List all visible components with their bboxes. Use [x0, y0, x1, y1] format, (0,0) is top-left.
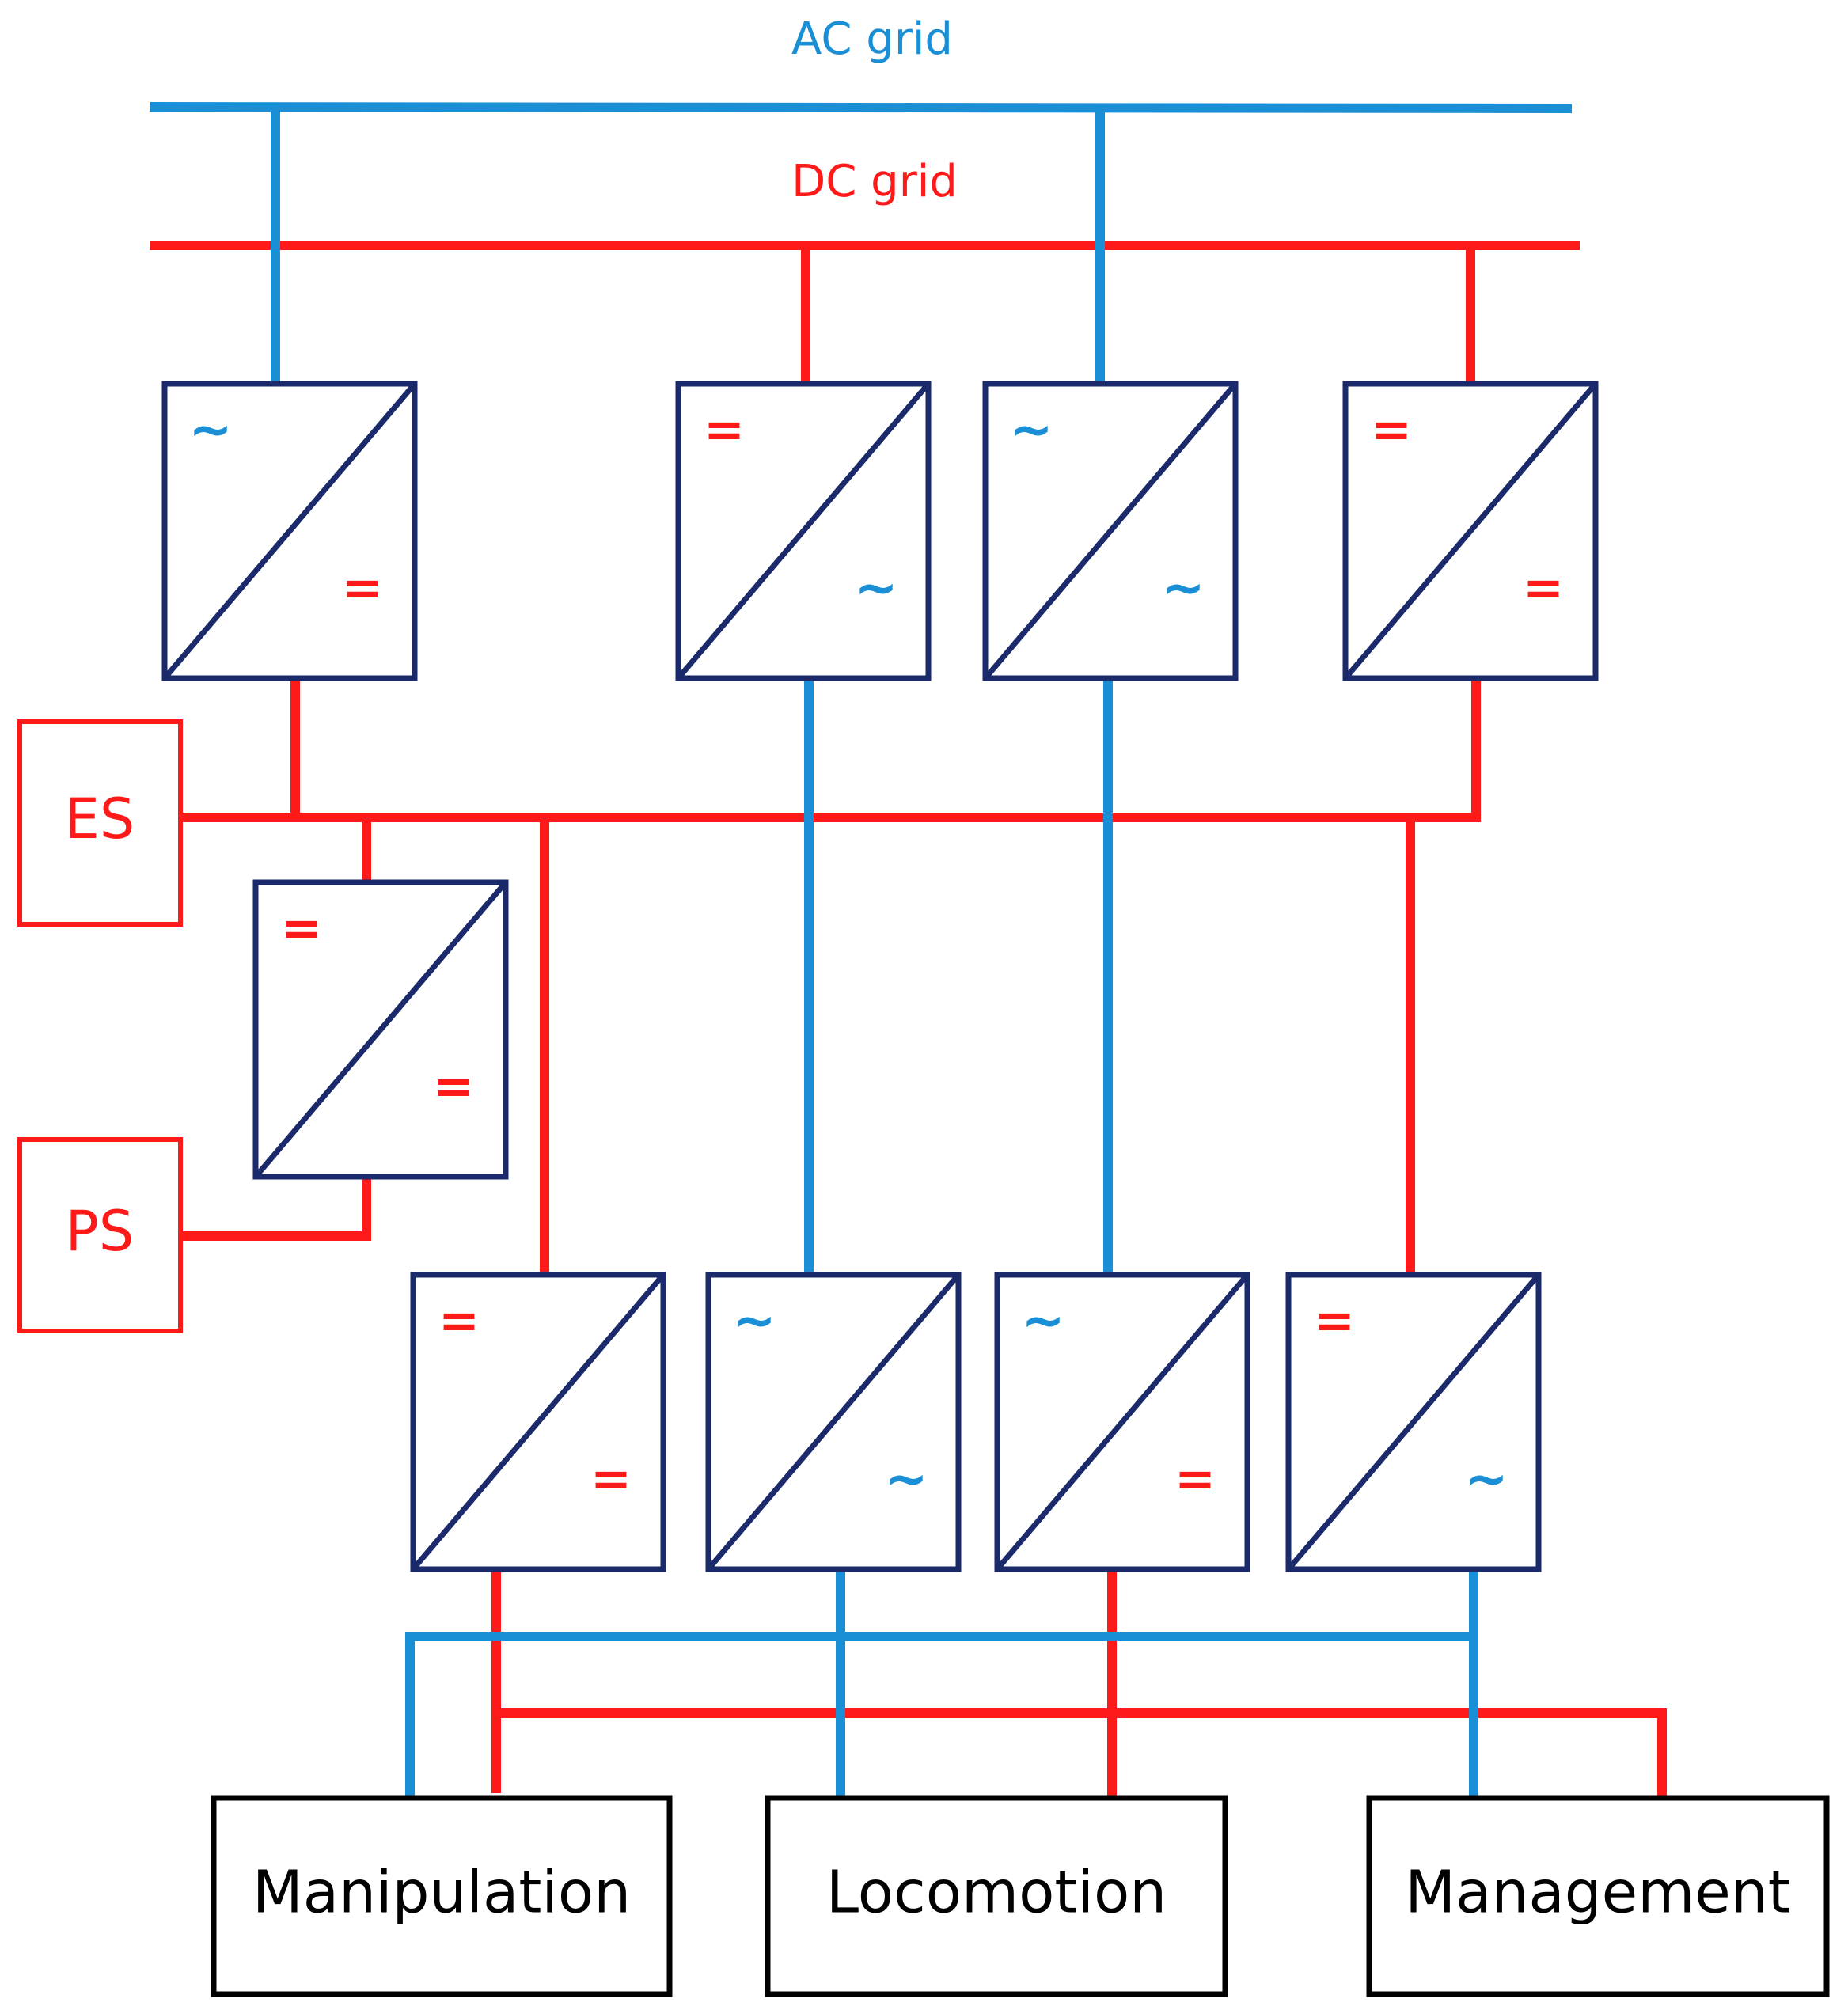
management-label: Management: [1405, 1859, 1790, 1927]
dc-wiring: [150, 241, 1667, 1801]
converter-output-ac-symbol: ~: [854, 557, 897, 618]
converter-diagonal: [162, 381, 417, 681]
locomotion-label: Locomotion: [826, 1859, 1167, 1927]
converter-output-dc-symbol: =: [1174, 1450, 1216, 1507]
converter-ac-dc-2: ~=: [994, 1272, 1250, 1572]
converter-dc-dc-2: ==: [410, 1272, 666, 1572]
power-source-block: PS: [17, 1137, 183, 1333]
internal-dc-bus: [176, 673, 1481, 822]
converter-output-ac-symbol: ~: [884, 1448, 928, 1509]
converter-input-ac-symbol: ~: [732, 1290, 776, 1351]
converter-ac-ac-1: ~~: [982, 381, 1239, 681]
converter-input-dc-symbol: =: [1371, 400, 1412, 458]
converter-diagonal: [1286, 1272, 1541, 1572]
converter-input-ac-symbol: ~: [188, 399, 232, 460]
dc-ps-to-psconv: [176, 1166, 371, 1241]
converter-diagonal: [253, 880, 508, 1179]
converters: ~==~~~======~~~==~: [161, 381, 1599, 1572]
power-source-label: PS: [66, 1199, 135, 1264]
energy-storage-label: ES: [65, 787, 135, 851]
converter-output-dc-symbol: =: [342, 559, 383, 616]
dc-load-bus: [491, 1708, 1667, 1801]
converter-diagonal: [995, 1272, 1250, 1572]
converter-dc-ac-2: =~: [1285, 1272, 1542, 1572]
ac-grid-bus: [149, 101, 1573, 114]
converter-ac-ac-2: ~~: [705, 1272, 962, 1572]
dc-grid-label: DC grid: [791, 156, 958, 207]
converter-output-ac-symbol: ~: [1161, 557, 1205, 618]
converter-input-dc-symbol: =: [438, 1291, 480, 1349]
energy-storage-block: ES: [17, 719, 183, 927]
converter-output-dc-symbol: =: [1523, 559, 1564, 616]
converter-diagonal: [411, 1272, 666, 1572]
converter-diagonal: [676, 381, 931, 681]
converter-diagonal: [706, 1272, 961, 1572]
converter-ac-dc-1: ~=: [161, 381, 418, 681]
converter-output-dc-symbol: =: [433, 1057, 474, 1115]
converter-diagonal: [1343, 381, 1598, 681]
converter-input-ac-symbol: ~: [1009, 399, 1053, 460]
converter-diagonal: [983, 381, 1238, 681]
locomotion-load: Locomotion: [765, 1795, 1228, 1997]
converter-dc-dc-ps: ==: [252, 879, 509, 1180]
converter-output-ac-symbol: ~: [1464, 1448, 1508, 1509]
converter-dc-dc-1: ==: [1342, 381, 1599, 681]
converter-dc-ac-1: =~: [675, 381, 932, 681]
management-load: Management: [1366, 1795, 1830, 1997]
converter-input-dc-symbol: =: [704, 400, 745, 458]
manipulation-label: Manipulation: [252, 1859, 631, 1927]
converter-input-dc-symbol: =: [281, 899, 322, 957]
ac-load-bus: [405, 1632, 1478, 1801]
converter-output-dc-symbol: =: [590, 1450, 632, 1507]
converter-input-dc-symbol: =: [1314, 1291, 1355, 1349]
manipulation-load: Manipulation: [211, 1795, 673, 1997]
converter-input-ac-symbol: ~: [1021, 1290, 1064, 1351]
ac-wiring: [149, 101, 1573, 1801]
ac-grid-label: AC grid: [791, 13, 953, 65]
